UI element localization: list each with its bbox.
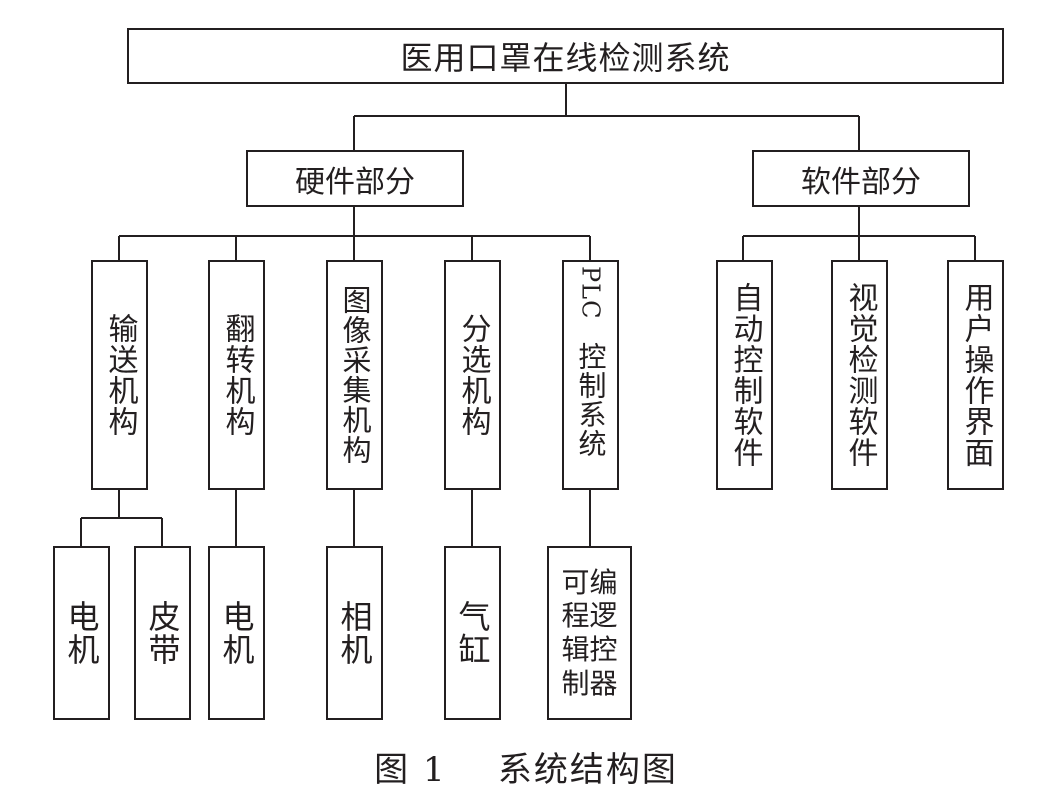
module-auto-control: 自动控制软件 <box>716 260 773 490</box>
root-node: 医用口罩在线检测系统 <box>127 28 1004 84</box>
figure-caption: 图 1 系统结构图 <box>0 742 1052 791</box>
module-ui: 用户操作界面 <box>947 260 1004 490</box>
module-conveyor: 输送机构 <box>91 260 148 490</box>
software-node: 软件部分 <box>752 150 970 207</box>
part-label: 相机 <box>335 600 374 666</box>
module-sorting: 分选机构 <box>444 260 501 490</box>
part-cylinder: 气缸 <box>444 546 501 720</box>
part-motor: 电机 <box>53 546 110 720</box>
part-camera: 相机 <box>326 546 383 720</box>
module-label: 输送机构 <box>102 313 138 437</box>
hardware-label: 硬件部分 <box>295 164 415 200</box>
part-label: 可编程逻辑控制器 <box>561 565 618 700</box>
module-plc: PLC 控制系统 <box>562 260 619 490</box>
root-label: 医用口罩在线检测系统 <box>400 39 731 77</box>
module-image-capture: 图像采集机构 <box>326 260 383 490</box>
part-label: 电机 <box>217 600 256 666</box>
part-belt: 皮带 <box>134 546 191 720</box>
module-label: 视觉检测软件 <box>842 282 878 468</box>
part-label: 气缸 <box>453 600 492 666</box>
part-plc-controller: 可编程逻辑控制器 <box>547 546 632 720</box>
module-label: 自动控制软件 <box>727 282 763 468</box>
module-label: 分选机构 <box>455 313 491 437</box>
software-label: 软件部分 <box>801 164 921 200</box>
caption-number: 图 1 <box>374 750 447 790</box>
part-label: 电机 <box>62 600 101 666</box>
hardware-node: 硬件部分 <box>246 150 464 207</box>
module-vision: 视觉检测软件 <box>831 260 888 490</box>
module-label: 用户操作界面 <box>958 282 994 468</box>
module-label: 翻转机构 <box>219 313 255 437</box>
module-label: 控制系统 <box>574 342 608 458</box>
part-motor: 电机 <box>208 546 265 720</box>
module-label: 图像采集机构 <box>338 285 372 465</box>
module-flip: 翻转机构 <box>208 260 265 490</box>
caption-title: 系统结构图 <box>497 750 678 790</box>
part-label: 皮带 <box>143 600 182 666</box>
plc-prefix: PLC <box>576 266 605 320</box>
